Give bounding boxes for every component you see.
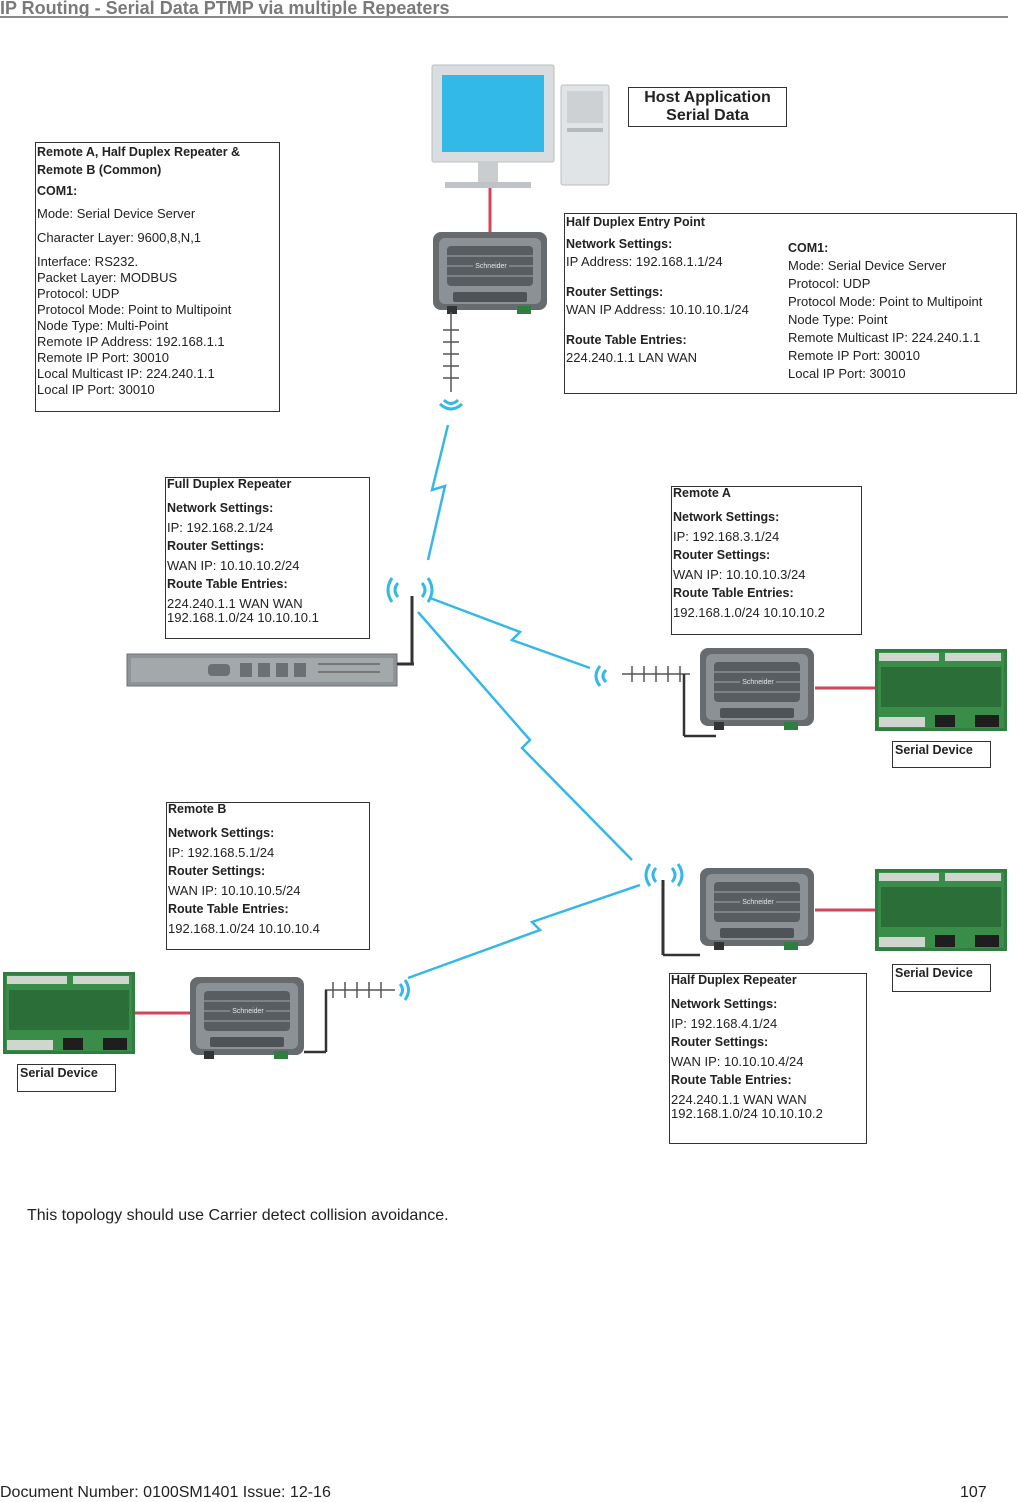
host-line1: Host Application [644, 89, 771, 106]
common-line: Local IP Port: 30010 [37, 382, 155, 397]
common-line: Protocol Mode: Point to Multipoint [37, 302, 232, 317]
page-title: IP Routing - Serial Data PTMP via multip… [0, 0, 450, 18]
entry-com-heading: COM1: [788, 241, 829, 255]
remote-b-router-value: WAN IP: 10.10.10.5/24 [168, 883, 301, 898]
remote-a-radio [699, 647, 815, 731]
entry-point-box: Half Duplex Entry Point Network Settings… [564, 213, 1017, 394]
full-duplex-repeater-box: Full Duplex Repeater Network Settings: I… [165, 477, 370, 639]
remote-b-route-heading: Route Table Entries: [168, 902, 289, 916]
full-route-entry: 224.240.1.1 WAN WAN [167, 596, 303, 611]
full-box-title: Full Duplex Repeater [167, 477, 292, 491]
full-router-value: WAN IP: 10.10.10.2/24 [167, 558, 300, 573]
serial-device-label: Serial Device [892, 741, 991, 768]
half-duplex-repeater-radio [699, 867, 815, 951]
entry-com-line: Protocol Mode: Point to Multipoint [788, 294, 983, 309]
remote-a-route-heading: Route Table Entries: [673, 586, 794, 600]
remote-a-route-entry: 192.168.1.0/24 10.10.10.2 [673, 605, 825, 620]
remote-b-serial-device [3, 972, 135, 1054]
host-line2: Serial Data [666, 107, 749, 124]
half-network-value: IP: 192.168.4.1/24 [671, 1016, 778, 1031]
remote-b-router-heading: Router Settings: [168, 864, 266, 878]
topology-note: This topology should use Carrier detect … [27, 1207, 449, 1224]
half-network-heading: Network Settings: [671, 997, 778, 1011]
full-route-heading: Route Table Entries: [167, 577, 288, 591]
full-route-entry: 192.168.1.0/24 10.10.10.1 [167, 610, 319, 625]
common-line: Node Type: Multi-Point [37, 318, 169, 333]
remote-a-network-value: IP: 192.168.3.1/24 [673, 529, 780, 544]
half-router-heading: Router Settings: [671, 1035, 769, 1049]
remote-b-radio [189, 976, 305, 1060]
entry-router-heading: Router Settings: [566, 285, 664, 299]
half-route-entry: 192.168.1.0/24 10.10.10.2 [671, 1106, 823, 1121]
serial-device-label: Serial Device [892, 964, 991, 992]
entry-com-line: Remote Multicast IP: 224.240.1.1 [788, 330, 981, 345]
remote-a-title: Remote A [673, 486, 731, 500]
common-settings-box: Remote A, Half Duplex Repeater & Remote … [35, 142, 280, 412]
radio-links [407, 424, 641, 980]
entry-com-line: Protocol: UDP [788, 276, 871, 291]
half-route-heading: Route Table Entries: [671, 1073, 792, 1087]
common-line: Local Multicast IP: 224.240.1.1 [37, 366, 215, 381]
half-duplex-repeater-box: Half Duplex Repeater Network Settings: I… [669, 973, 867, 1144]
title-divider [0, 16, 1008, 18]
page-number: 107 [960, 1484, 987, 1501]
remote-a-serial-device [875, 649, 1007, 731]
half-router-value: WAN IP: 10.10.10.4/24 [671, 1054, 804, 1069]
remote-b-route-entry: 192.168.1.0/24 10.10.10.4 [168, 921, 320, 936]
half-duplex-serial-device [875, 869, 1007, 951]
entry-point-radio [432, 231, 548, 315]
common-line: Interface: RS232. [37, 254, 139, 269]
entry-network-value: IP Address: 192.168.1.1/24 [566, 254, 723, 269]
signal-arcs [386, 398, 684, 1001]
full-network-value: IP: 192.168.2.1/24 [167, 520, 274, 535]
antennas [304, 312, 716, 1054]
entry-route-heading: Route Table Entries: [566, 333, 687, 347]
full-duplex-repeater-rack [126, 596, 414, 687]
common-line: Character Layer: 9600,8,N,1 [37, 230, 202, 245]
common-line: Mode: Serial Device Server [37, 206, 196, 221]
host-computer [431, 64, 610, 188]
serial-device-label: Serial Device [17, 1064, 116, 1092]
remote-b-network-heading: Network Settings: [168, 826, 275, 840]
entry-route-value: 224.240.1.1 LAN WAN [566, 350, 698, 365]
host-application-box: Host Application Serial Data [628, 87, 787, 127]
remote-b-title: Remote B [168, 802, 227, 816]
common-com-heading: COM1: [37, 184, 78, 198]
common-line: Remote IP Port: 30010 [37, 350, 170, 365]
entry-com-line: Node Type: Point [788, 312, 888, 327]
remote-b-network-value: IP: 192.168.5.1/24 [168, 845, 275, 860]
entry-com-line: Local IP Port: 30010 [788, 366, 906, 381]
common-box-title: Remote A, Half Duplex Repeater & Remote … [37, 145, 241, 177]
entry-box-title: Half Duplex Entry Point [566, 215, 705, 229]
common-line: Packet Layer: MODBUS [37, 270, 178, 285]
entry-com-line: Remote IP Port: 30010 [788, 348, 921, 363]
remote-a-router-value: WAN IP: 10.10.10.3/24 [673, 567, 806, 582]
remote-a-box: Remote A Network Settings: IP: 192.168.3… [671, 486, 862, 635]
half-box-title: Half Duplex Repeater [671, 973, 797, 987]
common-line: Protocol: UDP [37, 286, 120, 301]
entry-com-line: Mode: Serial Device Server [788, 258, 947, 273]
serial-cables [134, 188, 875, 1015]
full-router-heading: Router Settings: [167, 539, 265, 553]
common-line: Remote IP Address: 192.168.1.1 [37, 334, 225, 349]
full-network-heading: Network Settings: [167, 501, 274, 515]
half-route-entry: 224.240.1.1 WAN WAN [671, 1092, 807, 1107]
remote-a-router-heading: Router Settings: [673, 548, 771, 562]
remote-b-box: Remote B Network Settings: IP: 192.168.5… [166, 802, 370, 950]
entry-network-heading: Network Settings: [566, 237, 673, 251]
entry-router-value: WAN IP Address: 10.10.10.1/24 [566, 302, 749, 317]
remote-a-network-heading: Network Settings: [673, 510, 780, 524]
document-number: Document Number: 0100SM1401 Issue: 12-16 [0, 1484, 331, 1501]
